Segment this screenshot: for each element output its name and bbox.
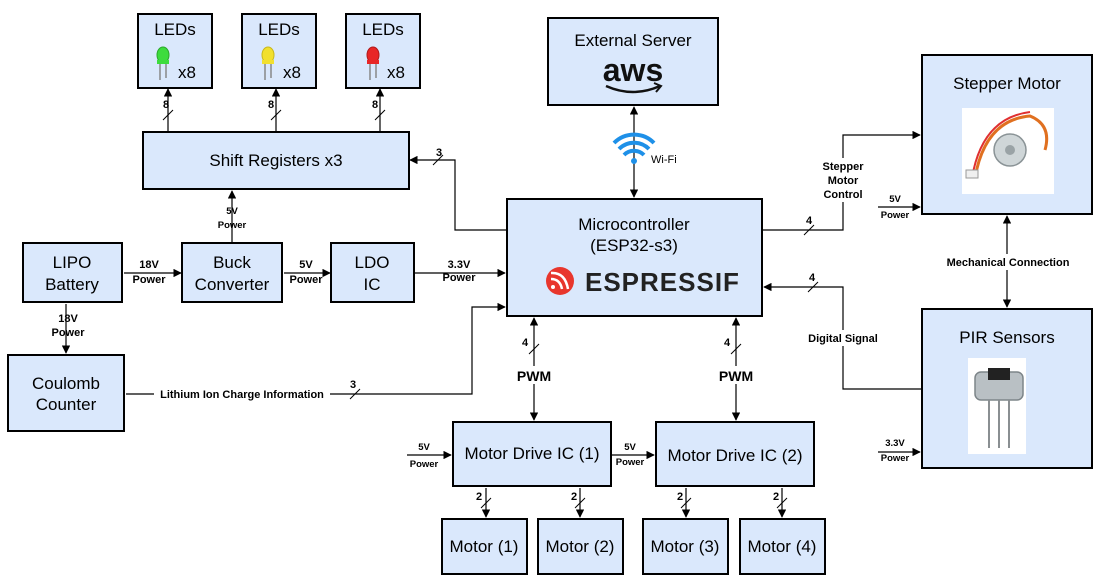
pwm-label: PWM xyxy=(719,368,753,384)
motor-drive-ic-1-box: Motor Drive IC (1) xyxy=(452,421,612,487)
lipo-battery-label: LIPO xyxy=(53,253,92,272)
power-voltage-label: 5V xyxy=(624,442,636,453)
power-voltage-label: 18V xyxy=(139,259,159,271)
coulomb-counter-label: Coulomb xyxy=(32,374,100,393)
motor-bus-count: 2 xyxy=(677,491,683,503)
motor-2-box: Motor (2) xyxy=(537,518,624,575)
power-label: Power xyxy=(289,274,323,286)
stepper-bus-count: 4 xyxy=(806,215,813,227)
power-voltage-label: 3.3V xyxy=(885,438,905,449)
coulomb-counter-label-2: Counter xyxy=(36,395,97,414)
power-label: Power xyxy=(616,457,645,468)
stepper-motor-box: Stepper Motor xyxy=(921,54,1093,215)
motor-drive-ic-label: Motor Drive IC (1) xyxy=(464,444,599,463)
led-count: x8 xyxy=(387,63,405,82)
motor-label: Motor (3) xyxy=(651,537,720,556)
motor-drive-ic-label: Motor Drive IC (2) xyxy=(667,446,802,465)
power-label: Power xyxy=(132,274,166,286)
led-box-green: LEDs x8 xyxy=(137,13,213,89)
stepper-motor-image xyxy=(962,108,1054,194)
motor-3-box: Motor (3) xyxy=(642,518,729,575)
pwm-label: PWM xyxy=(517,368,551,384)
led-count: x8 xyxy=(178,63,196,82)
lipo-battery-box: LIPO Battery xyxy=(22,242,123,303)
green-led-icon xyxy=(156,46,170,80)
mechanical-connection-label: Mechanical Connection xyxy=(947,257,1070,269)
power-voltage-label: 5V xyxy=(226,206,238,217)
motor-4-box: Motor (4) xyxy=(739,518,826,575)
motor-bus-count: 2 xyxy=(773,491,779,503)
microcontroller-model: (ESP32-s3) xyxy=(590,236,678,255)
pir-bus-count: 4 xyxy=(809,272,816,284)
power-voltage-label: 5V xyxy=(299,259,313,271)
power-voltage-label: 5V xyxy=(889,194,901,205)
motor-bus-count: 2 xyxy=(476,491,482,503)
external-server-label: External Server xyxy=(574,31,691,50)
led-bus-count: 8 xyxy=(163,99,169,111)
shift-registers-box: Shift Registers x3 xyxy=(142,131,410,190)
led-bus-count: 8 xyxy=(372,99,378,111)
pwm-bus-count: 4 xyxy=(522,337,529,349)
red-led-icon xyxy=(366,46,380,80)
power-label: Power xyxy=(410,459,439,470)
espressif-logo-icon xyxy=(546,267,574,295)
power-label: Power xyxy=(218,220,247,231)
power-label: Power xyxy=(51,327,85,339)
stepper-control-label: Stepper xyxy=(823,161,865,173)
motor-1-box: Motor (1) xyxy=(441,518,528,575)
power-voltage-label: 5V xyxy=(418,442,430,453)
led-box-label: LEDs xyxy=(258,20,300,39)
power-voltage-label: 3.3V xyxy=(448,259,471,271)
wifi-label: Wi-Fi xyxy=(651,154,677,166)
pir-sensors-label: PIR Sensors xyxy=(959,328,1054,347)
power-label: Power xyxy=(881,453,910,464)
coulomb-counter-box: Coulomb Counter xyxy=(7,354,125,432)
shift-register-bus-count: 3 xyxy=(436,147,442,159)
motor-drive-ic-2-box: Motor Drive IC (2) xyxy=(655,421,815,487)
charge-information-label: Lithium Ion Charge Information xyxy=(160,389,324,401)
stepper-motor-label: Stepper Motor xyxy=(953,74,1061,93)
pwm-bus-count: 4 xyxy=(724,337,731,349)
digital-signal-label: Digital Signal xyxy=(808,333,878,345)
power-label: Power xyxy=(442,272,476,284)
external-server-box: External Server aws xyxy=(547,17,719,106)
microcontroller-label: Microcontroller xyxy=(578,215,690,234)
led-box-red: LEDs x8 xyxy=(345,13,421,89)
espressif-logo-text: ESPRESSIF xyxy=(585,267,740,297)
buck-converter-label: Buck xyxy=(213,253,251,272)
lipo-battery-label-2: Battery xyxy=(45,275,99,294)
aws-logo: aws xyxy=(603,52,663,88)
wifi-icon xyxy=(612,132,656,164)
stepper-control-label-2: Motor xyxy=(828,175,859,187)
led-box-label: LEDs xyxy=(362,20,404,39)
microcontroller-box: Microcontroller (ESP32-s3) ESPRESSIF xyxy=(506,198,763,317)
ldo-ic-box: LDO IC xyxy=(330,242,415,303)
led-box-label: LEDs xyxy=(154,20,196,39)
led-count: x8 xyxy=(283,63,301,82)
buck-converter-label-2: Converter xyxy=(195,275,270,294)
power-voltage-label: 18V xyxy=(58,313,78,325)
shift-registers-label: Shift Registers x3 xyxy=(209,151,342,170)
motor-bus-count: 2 xyxy=(571,491,577,503)
motor-label: Motor (1) xyxy=(450,537,519,556)
motor-label: Motor (2) xyxy=(546,537,615,556)
ldo-ic-label: LDO xyxy=(355,253,390,272)
led-box-yellow: LEDs x8 xyxy=(241,13,317,89)
led-bus-count: 8 xyxy=(268,99,274,111)
stepper-control-label-3: Control xyxy=(823,189,862,201)
coulomb-bus-count: 3 xyxy=(350,379,356,391)
pir-sensor-image xyxy=(968,358,1026,454)
aws-smile-icon xyxy=(605,84,661,94)
pir-sensors-box: PIR Sensors xyxy=(921,308,1093,469)
ldo-ic-label-2: IC xyxy=(364,275,381,294)
buck-converter-box: Buck Converter xyxy=(181,242,283,303)
motor-label: Motor (4) xyxy=(748,537,817,556)
yellow-led-icon xyxy=(261,46,275,80)
power-label: Power xyxy=(881,210,910,221)
